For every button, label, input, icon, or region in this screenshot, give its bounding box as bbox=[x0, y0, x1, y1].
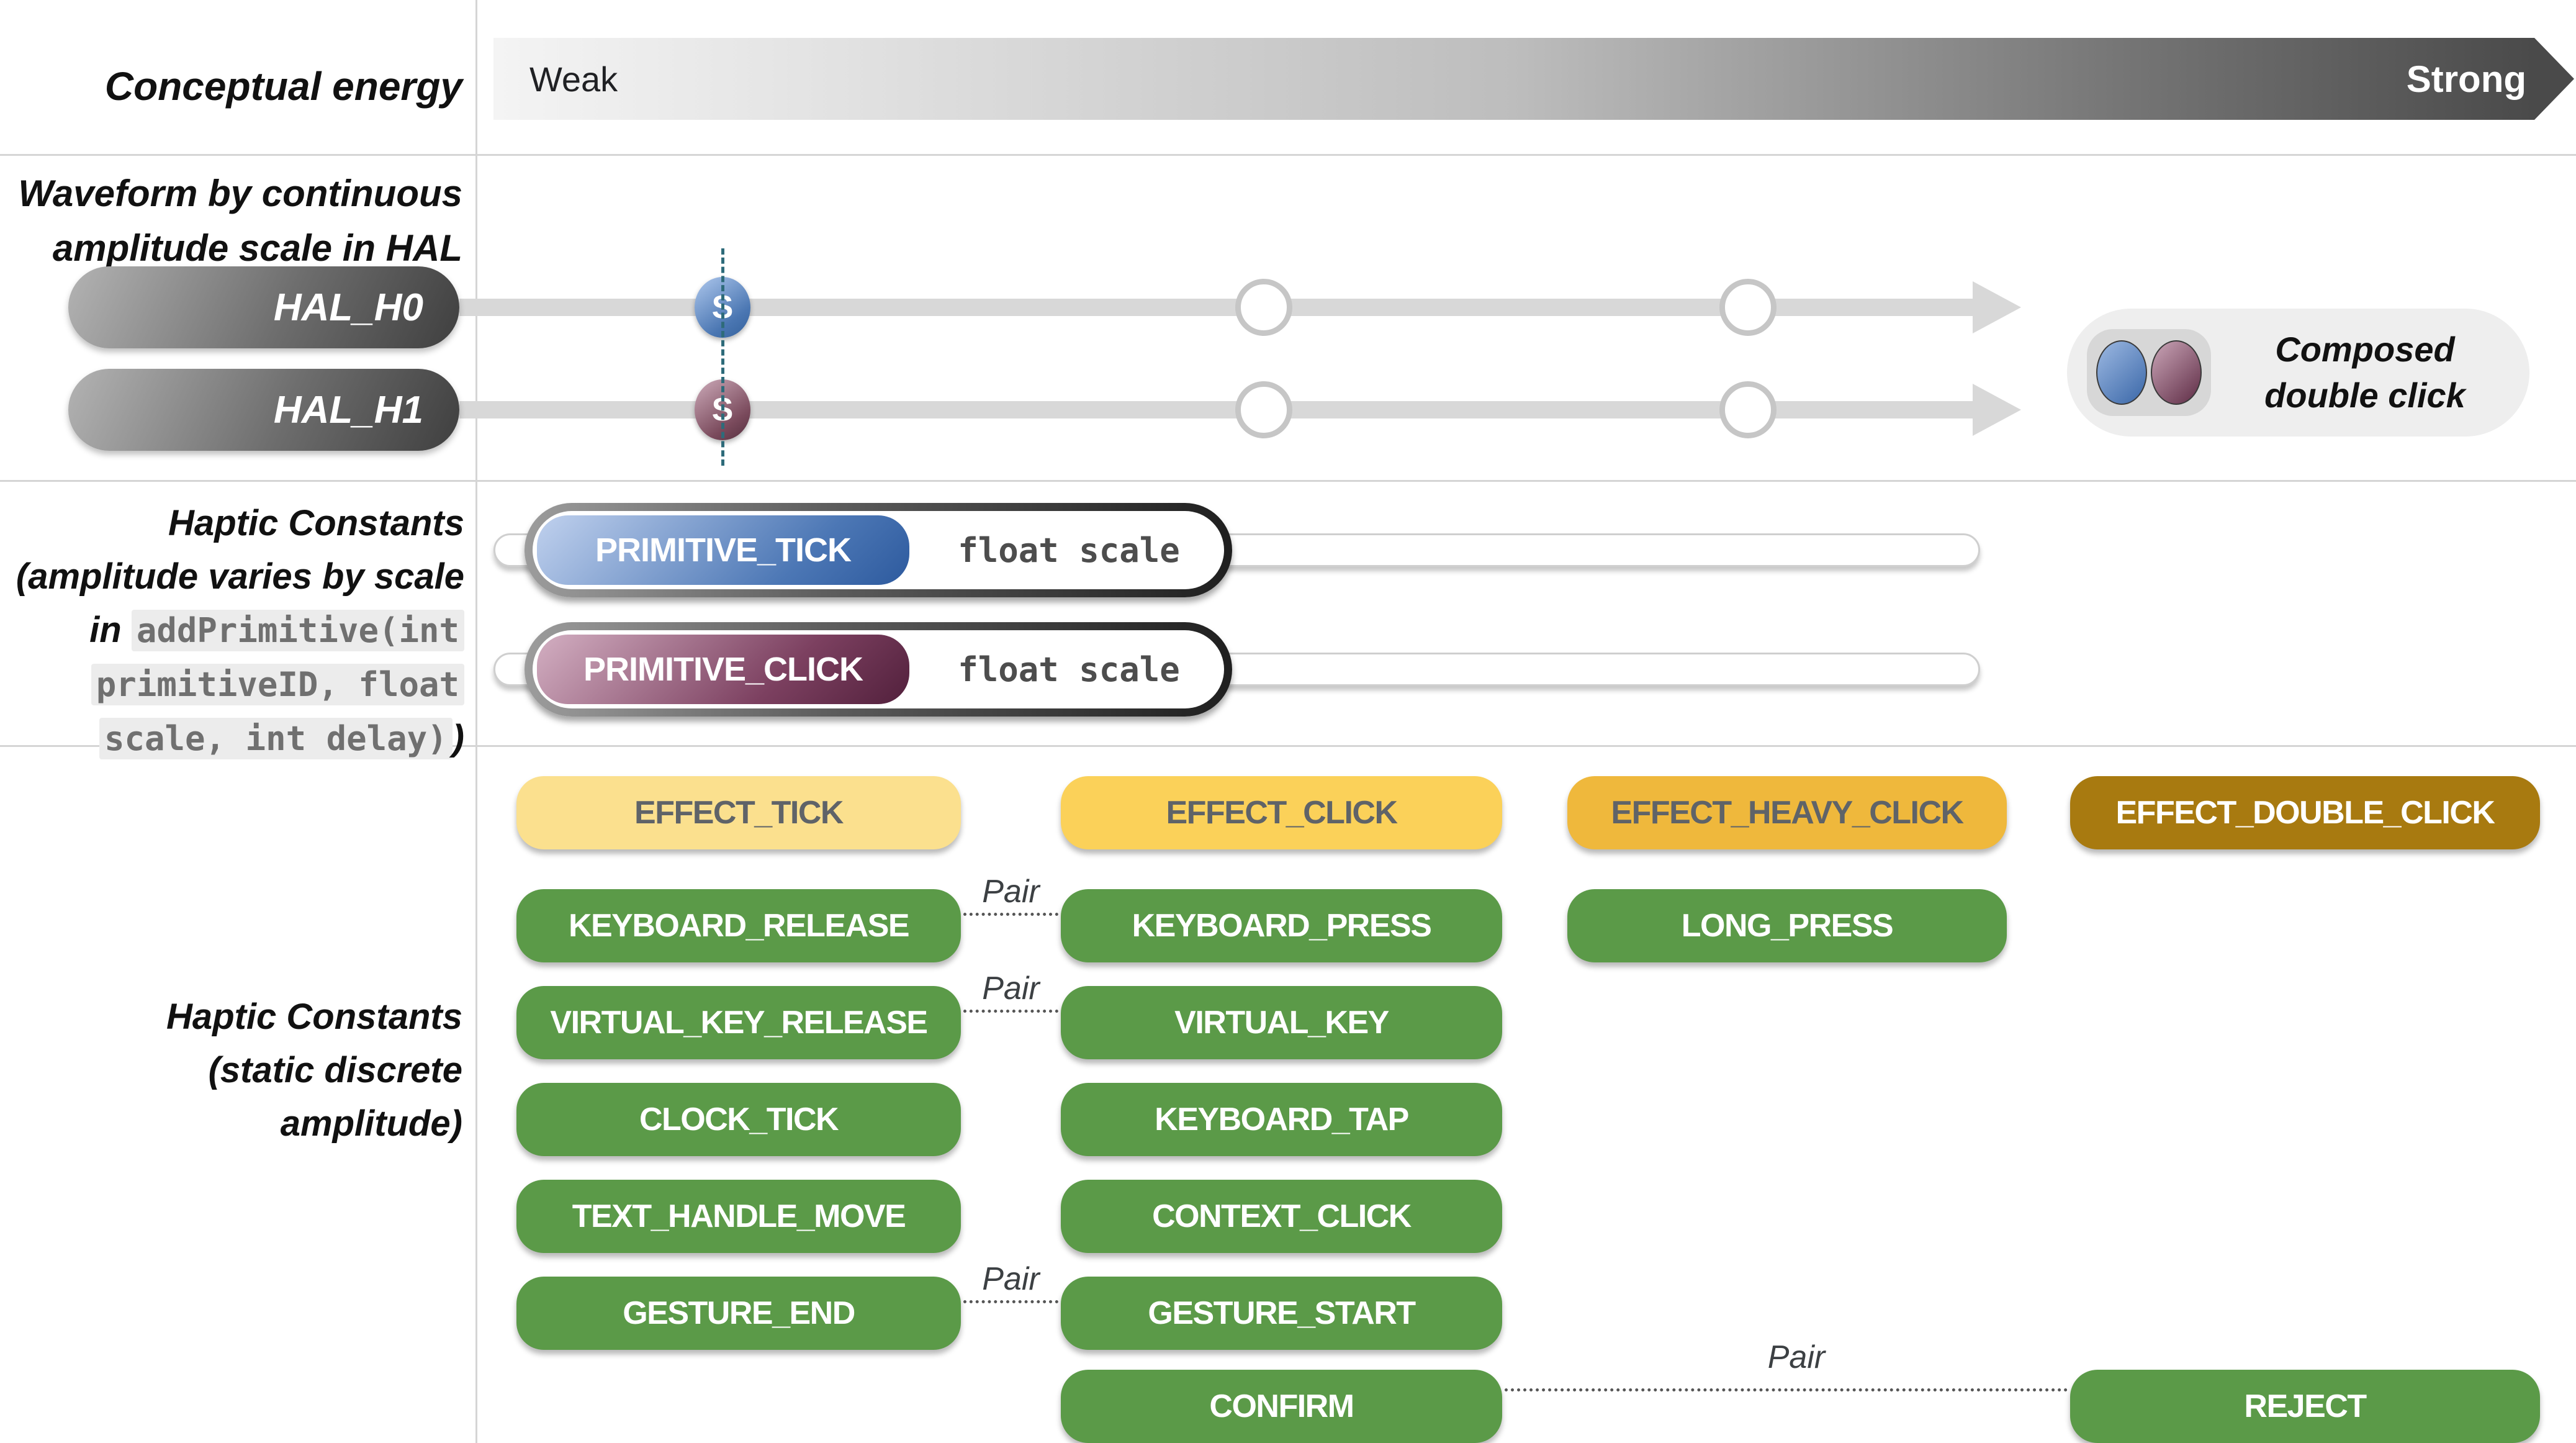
constant-pill-effect_heavy_click: EFFECT_HEAVY_CLICK bbox=[1567, 776, 2007, 849]
constant-pill-reject: REJECT bbox=[2070, 1370, 2540, 1443]
constant-pill-gesture_end: GESTURE_END bbox=[516, 1277, 961, 1350]
pair-label: Pair bbox=[982, 874, 1040, 910]
primitives-label-line4: primitiveID, float bbox=[0, 658, 464, 712]
primitive-capsule-blue: PRIMITIVE_TICK float scale bbox=[525, 503, 1232, 597]
hal-pill-hal_h1: HAL_H1 bbox=[68, 369, 459, 451]
constant-pill-virtual_key: VIRTUAL_KEY bbox=[1061, 986, 1502, 1059]
primitives-label-line1: Haptic Constants bbox=[168, 503, 464, 543]
pair-connector-line bbox=[963, 1010, 1058, 1013]
constant-pill-effect_tick: EFFECT_TICK bbox=[516, 776, 961, 849]
composed-label-line1: Composed bbox=[2275, 330, 2455, 369]
constant-pill-confirm: CONFIRM bbox=[1061, 1370, 1502, 1443]
weak-label: Weak bbox=[529, 59, 618, 99]
timeline-arrow-icon bbox=[1973, 281, 2021, 333]
composed-dots-box bbox=[2087, 329, 2211, 416]
constants-label-line3: amplitude) bbox=[280, 1103, 462, 1144]
timeline-circle bbox=[1235, 279, 1292, 336]
section-divider-2 bbox=[0, 480, 2576, 482]
primitive-capsule-maroon: PRIMITIVE_CLICK float scale bbox=[525, 622, 1232, 717]
hal-pill-hal_h0: HAL_H0 bbox=[68, 266, 459, 348]
pair-connector-line bbox=[963, 913, 1058, 916]
vertical-divider bbox=[475, 0, 477, 1443]
constant-pill-gesture_start: GESTURE_START bbox=[1061, 1277, 1502, 1350]
primitives-label-line3: in addPrimitive(int bbox=[0, 604, 464, 658]
section-divider-3 bbox=[0, 745, 2576, 747]
strong-label: Strong bbox=[2406, 58, 2526, 100]
timeline-circle bbox=[1719, 381, 1777, 438]
code-addprimitive: addPrimitive(int bbox=[131, 610, 464, 651]
scale-dashed-line bbox=[721, 248, 724, 466]
pair-connector-line bbox=[1505, 1388, 2068, 1391]
constants-label-line1: Haptic Constants bbox=[166, 997, 462, 1037]
primitive-param-label: float scale bbox=[958, 530, 1180, 570]
constant-pill-effect_double_click: EFFECT_DOUBLE_CLICK bbox=[2070, 776, 2540, 849]
energy-gradient-bar bbox=[493, 38, 2534, 120]
blue-dot-icon bbox=[2096, 340, 2147, 405]
constant-pill-effect_click: EFFECT_CLICK bbox=[1061, 776, 1502, 849]
constant-pill-context_click: CONTEXT_CLICK bbox=[1061, 1180, 1502, 1253]
pair-label: Pair bbox=[982, 1261, 1040, 1297]
timeline-circle bbox=[1235, 381, 1292, 438]
primitive-capsule-inner: PRIMITIVE_TICK float scale bbox=[533, 511, 1224, 589]
constant-pill-keyboard_tap: KEYBOARD_TAP bbox=[1061, 1083, 1502, 1156]
pair-connector-line bbox=[963, 1300, 1058, 1303]
primitive-param-label: float scale bbox=[958, 649, 1180, 689]
conceptual-energy-label: Conceptual energy bbox=[104, 64, 462, 109]
constant-pill-text_handle_move: TEXT_HANDLE_MOVE bbox=[516, 1180, 961, 1253]
hal-section-label-line2: amplitude scale in HAL bbox=[52, 227, 462, 269]
primitive-pill-primitive_tick: PRIMITIVE_TICK bbox=[537, 515, 909, 585]
pair-label: Pair bbox=[1767, 1339, 1826, 1375]
constant-pill-clock_tick: CLOCK_TICK bbox=[516, 1083, 961, 1156]
energy-bar-arrow-icon bbox=[2534, 38, 2574, 120]
primitive-capsule-inner: PRIMITIVE_CLICK float scale bbox=[533, 630, 1224, 708]
constant-pill-keyboard_press: KEYBOARD_PRESS bbox=[1061, 889, 1502, 962]
code-scale-delay: scale, int delay) bbox=[99, 718, 453, 759]
constant-pill-virtual_key_release: VIRTUAL_KEY_RELEASE bbox=[516, 986, 961, 1059]
section-divider-1 bbox=[0, 154, 2576, 156]
timeline-circle bbox=[1719, 279, 1777, 336]
constants-label-line2: (static discrete bbox=[208, 1050, 462, 1090]
hal-section-label-line1: Waveform by continuous bbox=[18, 173, 462, 214]
maroon-dot-icon bbox=[2151, 340, 2202, 405]
primitives-label-line5: scale, int delay)) bbox=[0, 712, 464, 766]
primitives-label-line2: (amplitude varies by scale bbox=[16, 556, 464, 597]
pair-label: Pair bbox=[982, 970, 1040, 1006]
constant-pill-long_press: LONG_PRESS bbox=[1567, 889, 2007, 962]
constant-pill-keyboard_release: KEYBOARD_RELEASE bbox=[516, 889, 961, 962]
timeline-arrow-icon bbox=[1973, 384, 2021, 436]
primitive-pill-primitive_click: PRIMITIVE_CLICK bbox=[537, 635, 909, 704]
code-primitiveid: primitiveID, float bbox=[91, 664, 464, 705]
composed-label-line2: double click bbox=[2264, 376, 2466, 415]
